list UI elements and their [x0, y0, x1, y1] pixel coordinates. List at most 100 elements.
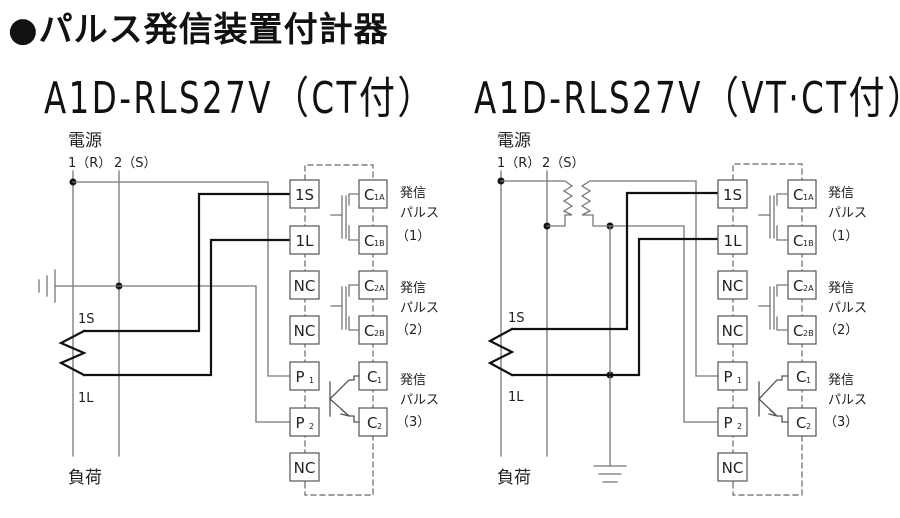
svg-text:（3）: （3） — [396, 415, 430, 430]
diagram-ct: 電源 1（R） 2（S） 1S 1L 負荷 1S 1L NC — [38, 131, 439, 496]
phase-r-label: 1（R） — [68, 156, 111, 171]
svg-text:C: C — [793, 277, 803, 295]
phase-r-label: 1（R） — [497, 156, 540, 171]
svg-text:C: C — [367, 414, 377, 432]
svg-text:C: C — [364, 232, 374, 250]
wire-1s — [510, 191, 720, 331]
svg-text:C: C — [793, 186, 803, 204]
wire-r-p1 — [72, 181, 291, 377]
svg-text:1L: 1L — [724, 232, 743, 250]
svg-text:（1）: （1） — [824, 229, 858, 244]
svg-text:C: C — [796, 414, 806, 432]
svg-text:2B: 2B — [374, 329, 385, 338]
svg-text:2: 2 — [377, 422, 382, 431]
wire-1l — [82, 238, 292, 377]
svg-text:1S: 1S — [723, 186, 742, 204]
svg-text:P: P — [295, 368, 304, 386]
relay-contact-icon — [758, 193, 789, 241]
svg-text:パルス: パルス — [400, 206, 439, 221]
phase-s-label: 2（S） — [542, 156, 585, 171]
meter-terminal: NC — [717, 315, 748, 345]
svg-text:C: C — [793, 322, 803, 340]
svg-text:1A: 1A — [803, 193, 814, 202]
svg-text:C: C — [793, 232, 803, 250]
meter-terminal: NC — [289, 452, 320, 482]
svg-text:P: P — [723, 414, 732, 432]
transistor-icon — [758, 375, 789, 423]
meter-outline — [732, 163, 803, 181]
svg-text:1L: 1L — [296, 232, 315, 250]
svg-text:C: C — [364, 277, 374, 295]
ct-1s-label: 1S — [508, 311, 525, 326]
ct-coil-icon — [487, 327, 515, 377]
load-label: 負荷 — [497, 468, 531, 488]
svg-text:発信: 発信 — [400, 186, 426, 201]
svg-text:発信: 発信 — [828, 373, 854, 388]
meter-outline — [304, 425, 374, 496]
wire-s-p2 — [54, 285, 291, 423]
svg-text:パルス: パルス — [828, 301, 867, 316]
ct-coil-icon — [58, 329, 87, 377]
svg-text:NC: NC — [722, 322, 744, 340]
power-label: 電源 — [68, 131, 102, 151]
ct-1s-label: 1S — [78, 312, 95, 327]
ct-1l-label: 1L — [78, 391, 94, 406]
vt-transformer-icon — [500, 180, 611, 227]
power-label: 電源 — [497, 131, 531, 151]
svg-text:P: P — [295, 414, 304, 432]
svg-text:1: 1 — [309, 376, 314, 385]
load-label: 負荷 — [68, 468, 102, 488]
svg-text:1S: 1S — [295, 186, 314, 204]
meter-terminal: 1S — [289, 179, 320, 209]
svg-text:C: C — [364, 322, 374, 340]
svg-text:（1）: （1） — [396, 229, 430, 244]
page-title: ●パルス発信装置付計器 — [8, 10, 389, 50]
svg-text:2: 2 — [309, 422, 314, 431]
svg-text:NC: NC — [722, 277, 744, 295]
svg-text:1: 1 — [377, 376, 382, 385]
meter-terminal: NC — [289, 315, 320, 345]
wire-1l — [510, 237, 720, 377]
meter-outline — [732, 425, 803, 496]
svg-text:（2）: （2） — [396, 323, 430, 338]
relay-contact-icon — [330, 284, 360, 331]
meter-terminal: NC — [717, 270, 748, 300]
ground-icon — [38, 269, 56, 303]
svg-text:パルス: パルス — [828, 206, 867, 221]
wire-1s — [82, 192, 292, 333]
transistor-icon — [329, 375, 360, 423]
svg-text:C: C — [364, 186, 374, 204]
svg-text:1A: 1A — [374, 193, 385, 202]
meter-outline — [304, 164, 374, 181]
svg-text:2A: 2A — [803, 284, 814, 293]
relay-contact-icon — [758, 284, 789, 331]
model-title-ct: A1D-RLS27V（CT付） — [44, 73, 436, 124]
svg-text:発信: 発信 — [400, 281, 426, 296]
svg-text:2: 2 — [806, 422, 811, 431]
diagram-vt-ct: 電源 1（R） 2（S） 1S 1L 負荷 1S 1L — [487, 131, 867, 496]
meter-terminal: 1L — [289, 225, 320, 255]
svg-text:発信: 発信 — [828, 281, 854, 296]
meter-terminal: NC — [717, 452, 748, 482]
svg-text:発信: 発信 — [400, 373, 426, 388]
svg-text:C: C — [367, 368, 377, 386]
svg-text:1: 1 — [737, 376, 742, 385]
